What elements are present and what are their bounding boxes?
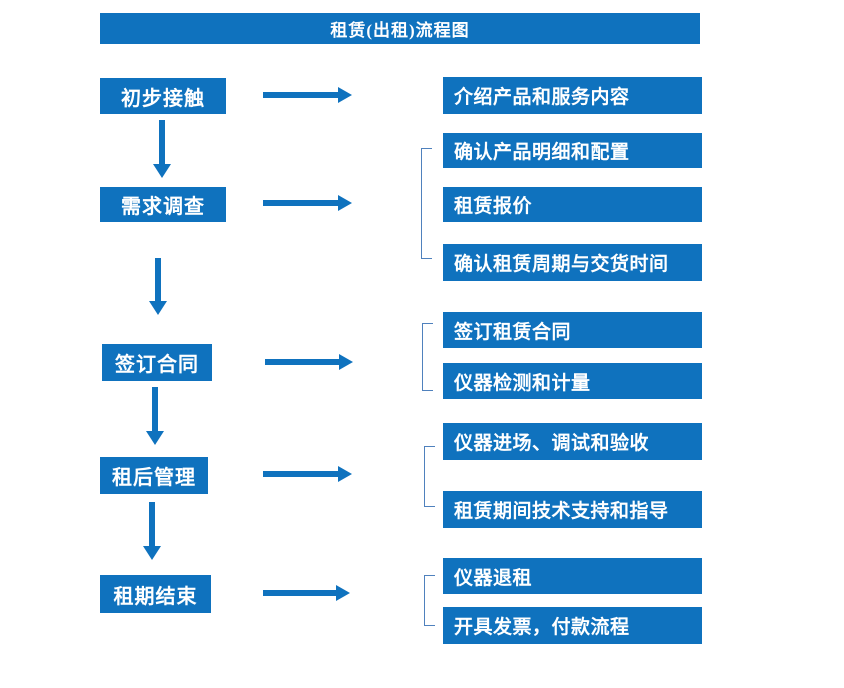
page-title: 租赁(出租)流程图 [330,21,470,40]
detail-label: 签订租赁合同 [454,321,572,343]
detail-label: 租赁期间技术支持和指导 [454,501,669,522]
group-bracket-icon [422,323,433,391]
step-label: 租期结束 [113,585,198,608]
step-box-post-rental-management: 租后管理 [100,457,208,494]
detail-label: 介绍产品和服务内容 [454,87,630,108]
down-arrow-icon [143,502,161,560]
detail-box-instrument-testing: 仪器检测和计量 [443,363,702,399]
title-banner: 租赁(出租)流程图 [100,13,700,44]
right-arrow-icon [263,87,352,103]
detail-box-introduce-products: 介绍产品和服务内容 [443,77,702,114]
detail-label: 确认产品明细和配置 [454,142,630,163]
group-bracket-icon [424,446,435,507]
detail-box-instrument-setup-acceptance: 仪器进场、调试和验收 [443,423,702,460]
step-label: 需求调查 [121,196,205,218]
detail-box-rental-quote: 租赁报价 [443,187,702,222]
down-arrow-icon [146,387,164,445]
down-arrow-icon [153,120,171,178]
detail-box-technical-support: 租赁期间技术支持和指导 [443,491,702,528]
detail-label: 仪器退租 [454,567,533,589]
right-arrow-icon [263,466,352,482]
step-label: 租后管理 [112,467,196,489]
right-arrow-icon [263,585,350,601]
detail-label: 确认租赁周期与交货时间 [454,254,669,275]
detail-label: 仪器进场、调试和验收 [454,433,650,454]
group-bracket-icon [421,148,432,259]
detail-label: 租赁报价 [454,196,533,217]
step-box-rental-end: 租期结束 [100,575,211,613]
detail-box-invoice-payment: 开具发票，付款流程 [443,607,702,644]
down-arrow-icon [149,258,167,315]
right-arrow-icon [265,354,353,370]
detail-box-sign-rental-contract: 签订租赁合同 [443,312,702,348]
detail-box-confirm-period-delivery: 确认租赁周期与交货时间 [443,244,702,281]
step-box-sign-contract: 签订合同 [102,344,212,381]
detail-box-confirm-product-config: 确认产品明细和配置 [443,133,702,168]
step-box-initial-contact: 初步接触 [100,78,226,114]
group-bracket-icon [424,575,435,626]
step-label: 初步接触 [121,87,205,110]
step-label: 签订合同 [115,354,199,376]
detail-label: 仪器检测和计量 [454,372,591,394]
detail-box-instrument-return: 仪器退租 [443,558,702,594]
step-box-demand-survey: 需求调查 [100,187,226,222]
detail-label: 开具发票，付款流程 [454,617,630,638]
right-arrow-icon [263,195,352,211]
